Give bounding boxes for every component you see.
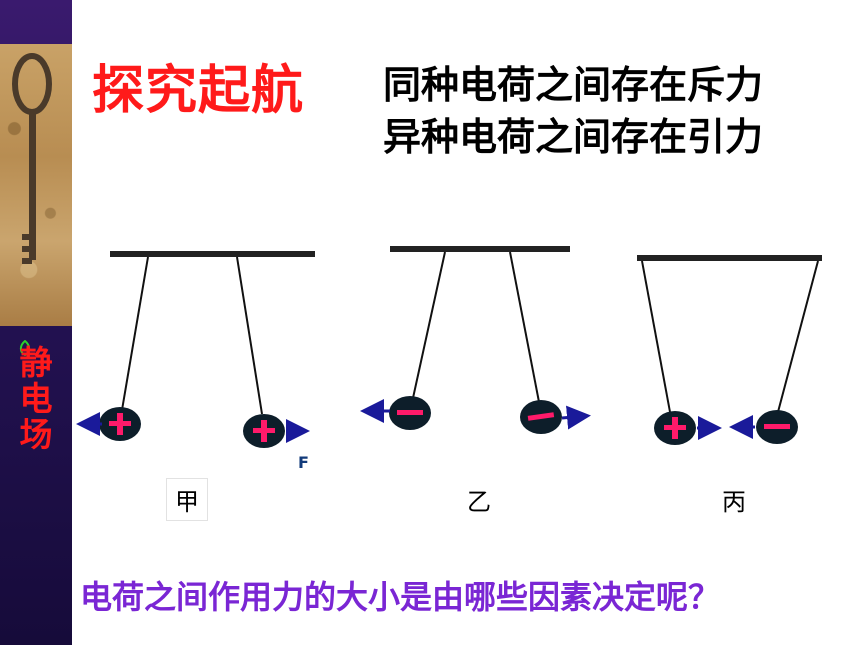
- key-icon: [12, 53, 52, 264]
- leaf-icon: [19, 340, 31, 356]
- support-bar: [390, 246, 570, 252]
- caption-bing: 丙: [722, 488, 746, 516]
- key-photo: [0, 44, 72, 326]
- sidebar-char: 静: [19, 343, 53, 382]
- negative-ball: [520, 400, 562, 434]
- thread: [236, 256, 263, 415]
- sidebar-char: 场: [19, 415, 53, 454]
- setup-yi: [360, 246, 591, 434]
- setup-jia: [76, 251, 315, 448]
- thread: [412, 251, 446, 399]
- sidebar-char: 电: [19, 379, 53, 418]
- positive-ball: [99, 407, 141, 441]
- negative-ball: [389, 396, 431, 430]
- positive-ball: [654, 411, 696, 445]
- rule-repulsion: 同种电荷之间存在斥力: [383, 63, 764, 107]
- thread: [777, 260, 819, 413]
- force-arrow: [561, 405, 591, 430]
- setup-bing: [637, 255, 822, 445]
- rule-attraction: 异种电荷之间存在引力: [383, 115, 764, 159]
- question-text: 电荷之间作用力的大小是由哪些因素决定呢？: [80, 578, 721, 616]
- slide-heading: 探究起航: [92, 61, 305, 121]
- thread: [641, 260, 671, 413]
- positive-ball: [243, 414, 285, 448]
- thread: [509, 251, 540, 403]
- sidebar-title: 静 电 场: [0, 345, 72, 453]
- thread: [121, 256, 149, 411]
- caption-yi: 乙: [467, 488, 491, 516]
- sidebar: 静 电 场: [0, 0, 72, 645]
- support-bar: [637, 255, 822, 261]
- caption-jia: 甲: [166, 478, 208, 521]
- support-bar: [110, 251, 315, 257]
- force-label: F: [298, 453, 309, 472]
- negative-ball: [756, 410, 798, 444]
